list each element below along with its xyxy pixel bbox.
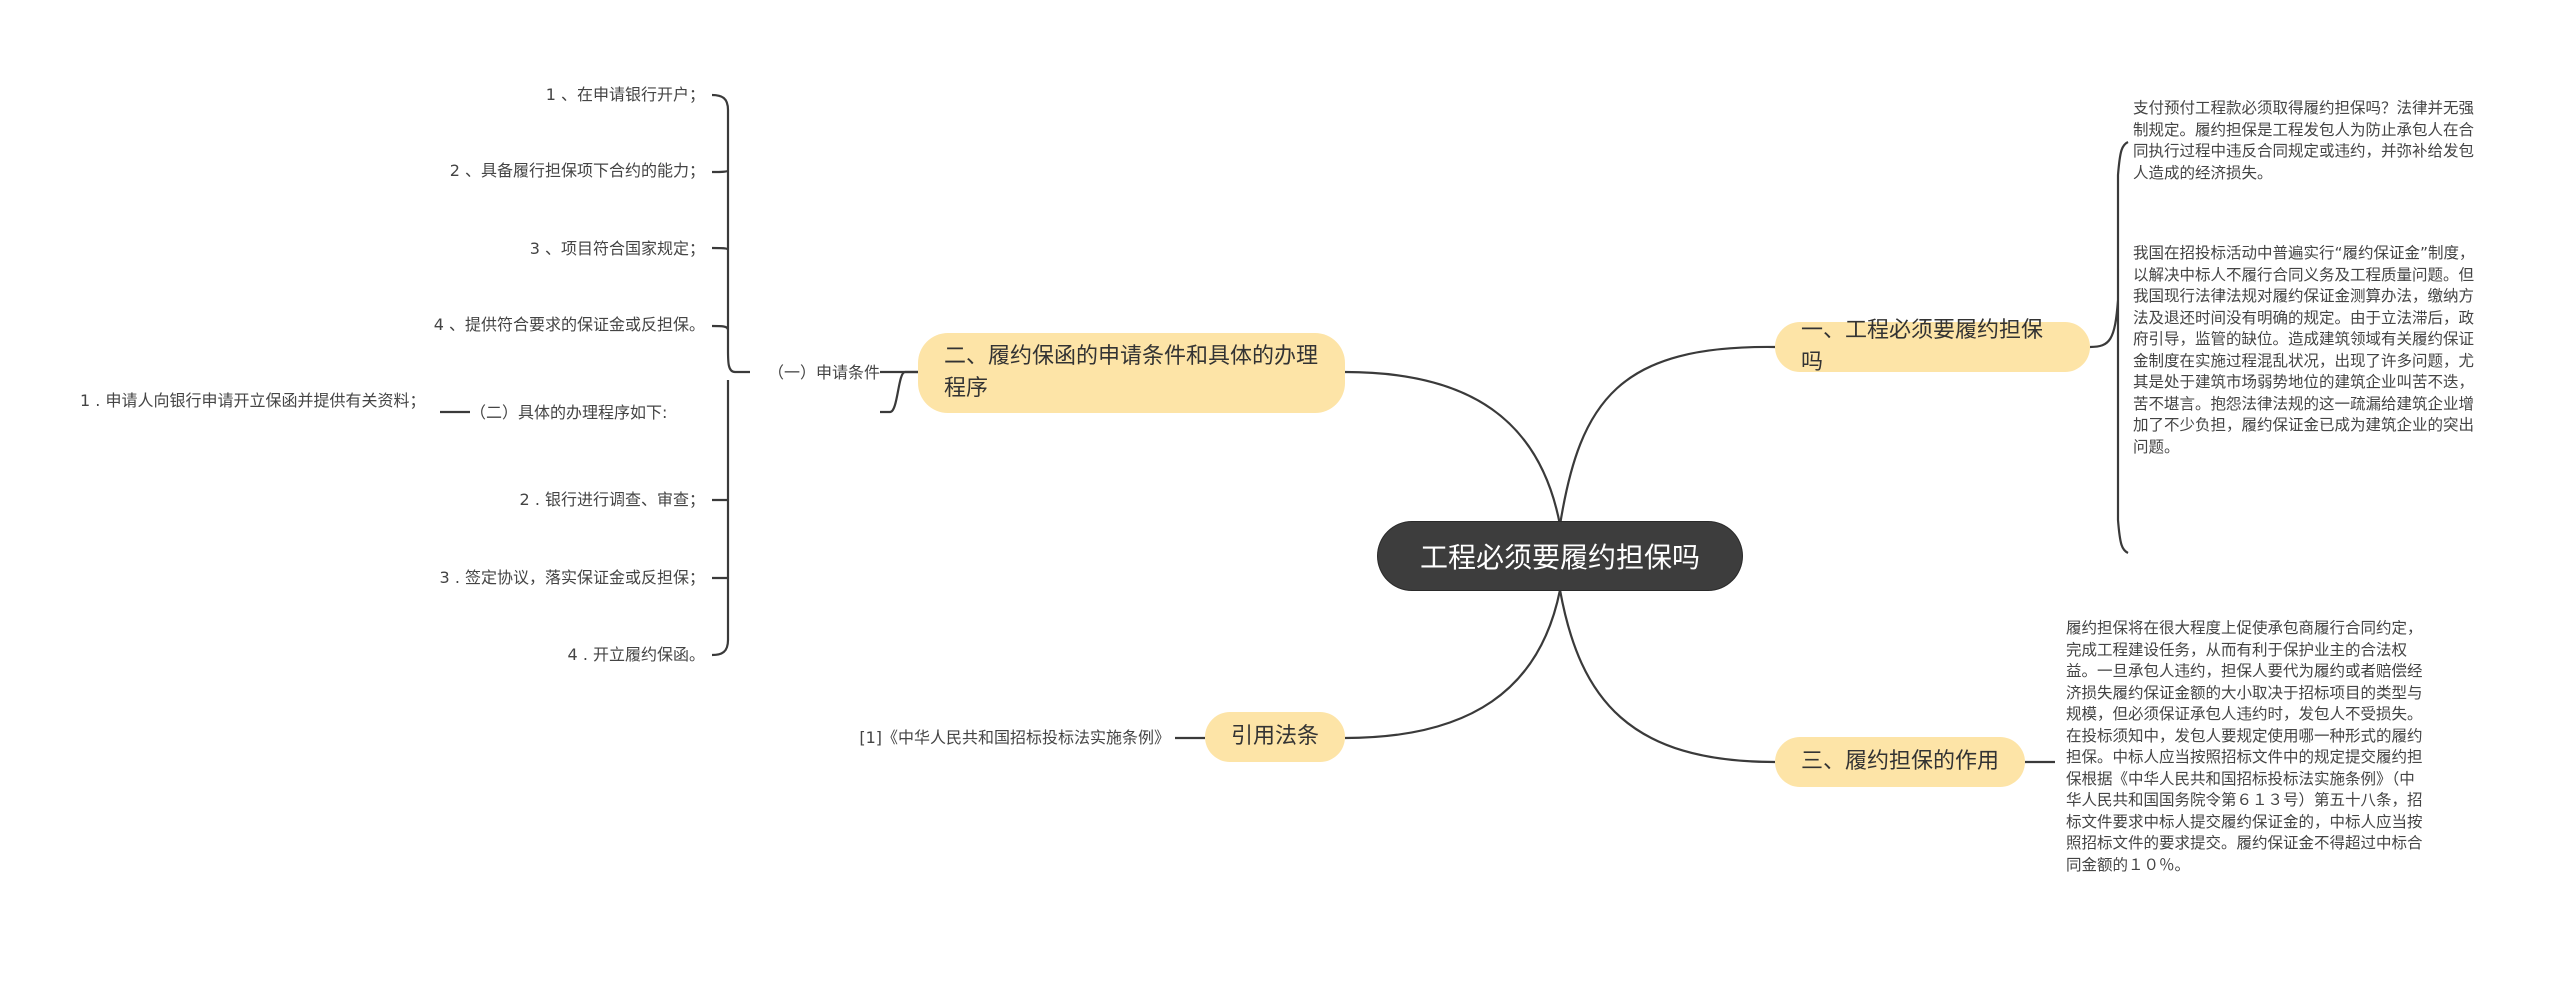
root-node[interactable]: 工程必须要履约担保吗 (1378, 522, 1742, 590)
law-item-1: [1]《中华人民共和国招标投标法实施条例》 (859, 728, 1170, 747)
procedure-item-3: 3 . 签定协议，落实保证金或反担保； (439, 568, 705, 587)
edge-sub1-bracket (711, 93, 750, 657)
condition-item-1: 1 、在申请银行开户； (545, 85, 705, 104)
branch-1-label: 一、工程必须要履约担保吗 (1801, 318, 2044, 375)
branch-2-label: 二、履约保函的申请条件和具体的办理程序 (944, 344, 1319, 401)
procedure-item-1: 1 . 申请人向银行申请开立保函并提供有关资料； (80, 391, 426, 410)
sub-node-conditions[interactable]: （一）申请条件 (767, 363, 880, 382)
branch-node-2[interactable]: 二、履约保函的申请条件和具体的办理程序 (918, 333, 1345, 413)
edge-b2-sub2 (880, 370, 920, 414)
condition-item-3: 3 、项目符合国家规定； (529, 239, 705, 258)
branch-node-4[interactable]: 引用法条 (1205, 712, 1345, 762)
edge-b1-bracket (2089, 141, 2129, 554)
branch-3-label: 三、履约担保的作用 (1801, 749, 2000, 774)
root-label: 工程必须要履约担保吗 (1419, 541, 1700, 574)
edge-root-b2 (1344, 370, 1562, 526)
edge-root-b1 (1558, 345, 1776, 526)
condition-item-4: 4 、提供符合要求的保证金或反担保。 (433, 315, 705, 334)
procedure-item-2: 2 . 银行进行调查、审查； (519, 490, 705, 509)
sub-node-procedure[interactable]: （二）具体的办理程序如下: (470, 403, 668, 422)
branch-3-note: 履约担保将在很大程度上促使承包商履行合同约定，完成工程建设任务，从而有利于保护业… (2066, 619, 2423, 874)
edge-root-b4 (1344, 589, 1562, 740)
edge-root-b3 (1558, 589, 1776, 764)
branch-4-label: 引用法条 (1231, 724, 1320, 749)
branch-1-note-2: 我国在招投标活动中普遍实行“履约保证金”制度，以解决中标人不履行合同义务及工程质… (2133, 244, 2475, 456)
branch-node-3[interactable]: 三、履约担保的作用 (1775, 737, 2025, 787)
condition-item-2: 2 、具备履行担保项下合约的能力； (449, 161, 705, 180)
branch-node-1[interactable]: 一、工程必须要履约担保吗 (1775, 318, 2090, 375)
branch-1-note-1: 支付预付工程款必须取得履约担保吗？法律并无强制规定。履约担保是工程发包人为防止承… (2133, 99, 2475, 182)
procedure-item-4: 4 . 开立履约保函。 (567, 645, 705, 664)
